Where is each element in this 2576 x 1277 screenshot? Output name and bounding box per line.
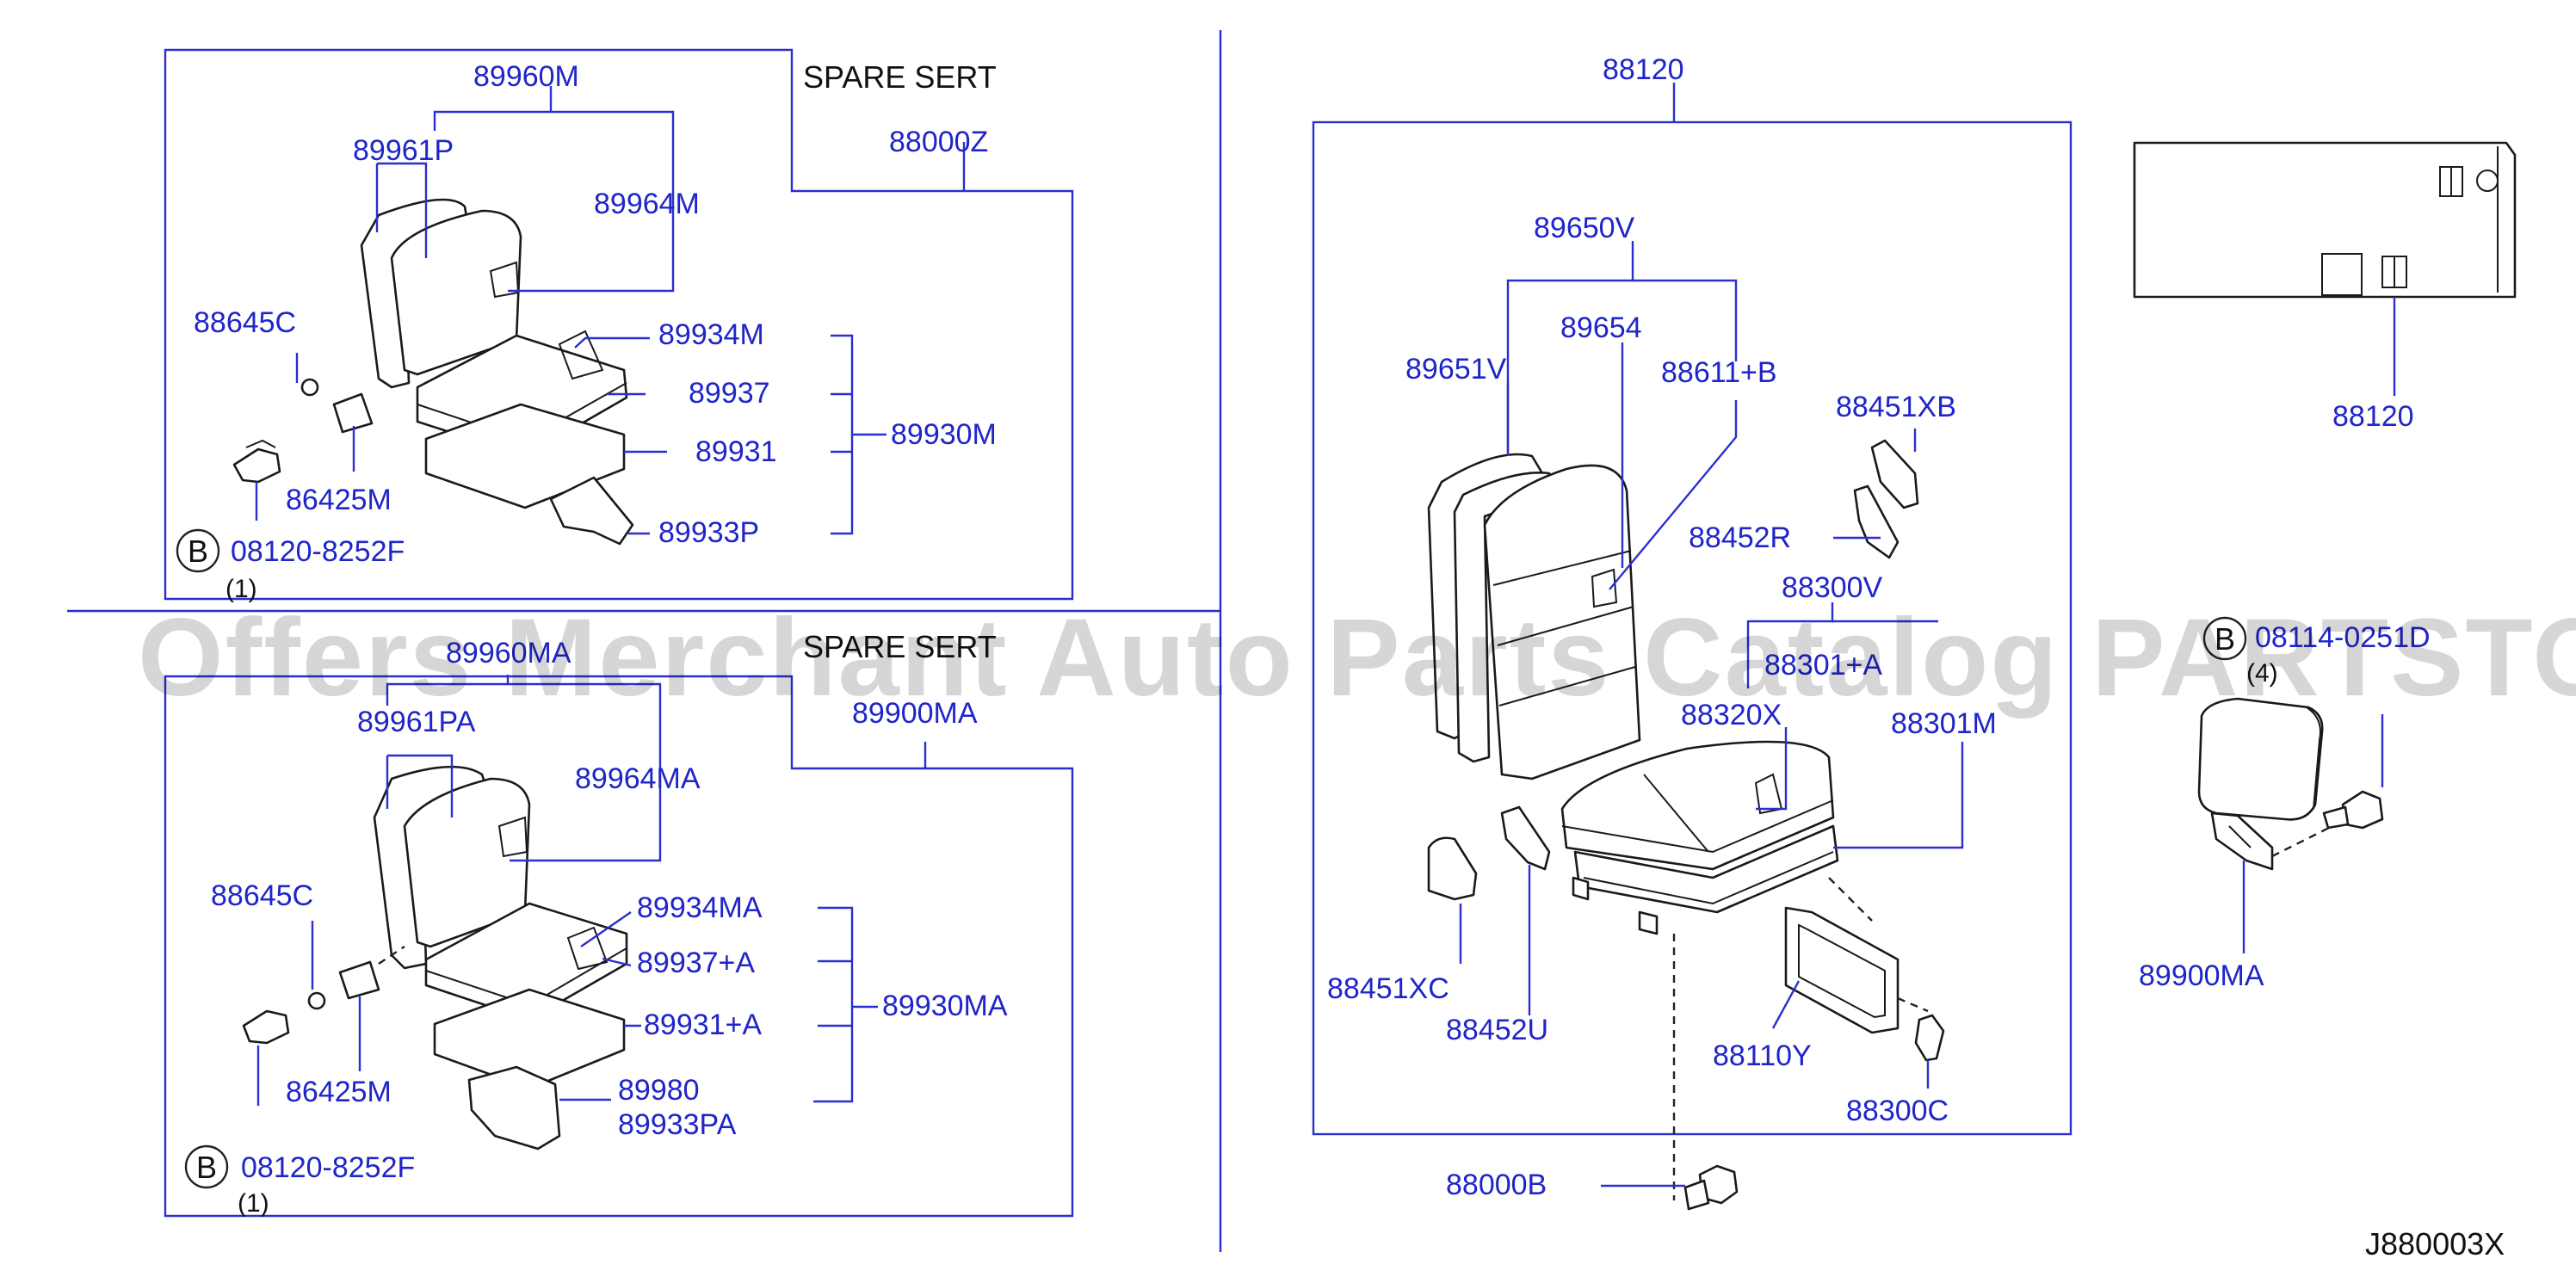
bolt-badge-bottom: [184, 1144, 229, 1189]
part-88452U: 88452U: [1446, 1014, 1548, 1046]
headrest-drawing: [2197, 697, 2384, 871]
part-89931A: 89931+A: [644, 1009, 762, 1041]
part-88451XB: 88451XB: [1836, 391, 1956, 423]
spare-seat-bottom-drawing: [242, 765, 628, 1151]
bolt-qty-far-right: (4): [2246, 659, 2278, 688]
part-89934M: 89934M: [658, 318, 764, 351]
part-89900MA-headrest: 89900MA: [2139, 959, 2264, 992]
part-88611B: 88611+B: [1661, 356, 1777, 389]
part-86425M-b: 86425M: [286, 1076, 392, 1108]
part-89930M: 89930M: [891, 418, 997, 451]
part-89900MA-top: 89900MA: [852, 697, 978, 730]
bolt-badge-top: [176, 528, 220, 573]
spare-seat-label-top: SPARE SERT: [803, 59, 997, 95]
watermark: Offers Merchant Auto Parts Catalog PARTS…: [138, 596, 2576, 719]
bolt-badge-far-right: [2202, 616, 2247, 661]
part-89934MA: 89934MA: [637, 891, 763, 924]
spare-seat-label-bottom: SPARE SERT: [803, 629, 997, 664]
bolt-badge-letter-far-right: B: [2215, 621, 2235, 657]
part-89980: 89980: [618, 1074, 700, 1107]
bolt-part-bottom: 08120-8252F: [241, 1151, 415, 1184]
part-89654: 89654: [1560, 312, 1642, 344]
top-left-frame: [164, 48, 1074, 601]
part-89964MA: 89964MA: [575, 762, 701, 795]
part-89964M: 89964M: [594, 188, 700, 220]
part-89651V: 89651V: [1405, 353, 1507, 386]
bolt-badge-letter-bottom: B: [196, 1150, 217, 1185]
part-88645C: 88645C: [194, 306, 296, 339]
part-88120-kit: 88120: [2332, 400, 2414, 433]
part-89930MA: 89930MA: [882, 990, 1008, 1022]
top-left-panel: SPARE SERT: [164, 48, 1074, 603]
drawing-code: J880003X: [2365, 1226, 2505, 1262]
bolt-part-far-right: 08114-0251D: [2255, 621, 2431, 654]
spare-seat-top-drawing: [232, 198, 634, 546]
bolt-qty-bottom: (1): [238, 1189, 269, 1218]
part-89961P: 89961P: [353, 134, 454, 167]
part-88301M: 88301M: [1891, 707, 1997, 740]
part-88120: 88120: [1603, 53, 1684, 86]
part-89933P: 89933P: [658, 516, 759, 549]
part-88300C: 88300C: [1846, 1095, 1949, 1127]
part-89960MA: 89960MA: [446, 637, 571, 669]
part-89937A: 89937+A: [637, 947, 755, 979]
part-89650V: 89650V: [1534, 212, 1635, 244]
part-89933PA: 89933PA: [618, 1108, 737, 1141]
part-89931: 89931: [695, 435, 777, 468]
far-right-panel: 88120 89900MA B 08114-0251D (4): [2133, 141, 2517, 992]
part-89961PA: 89961PA: [357, 706, 476, 738]
seat-kit-box: [2133, 141, 2517, 299]
part-88000Z: 88000Z: [889, 126, 988, 158]
right-panel: 88120 89650V 89654 89651V 88611+B 88451X…: [1312, 53, 2073, 1211]
right-frame: [1312, 120, 2073, 1136]
part-88000B: 88000B: [1446, 1169, 1547, 1201]
part-88301A: 88301+A: [1764, 649, 1882, 682]
part-88110Y: 88110Y: [1713, 1039, 1812, 1072]
part-88300V: 88300V: [1782, 571, 1883, 604]
bottom-left-panel: SPARE SERT 89: [164, 629, 1074, 1218]
part-89960M: 89960M: [473, 60, 579, 93]
part-88452R: 88452R: [1689, 521, 1791, 554]
bolt-qty-top: (1): [225, 575, 257, 603]
part-88320X: 88320X: [1681, 699, 1782, 731]
part-88451XC: 88451XC: [1327, 972, 1449, 1005]
part-89937: 89937: [689, 377, 770, 410]
bolt-part-top: 08120-8252F: [231, 535, 405, 568]
part-86425M: 86425M: [286, 484, 392, 516]
main-seat-drawing: [1427, 439, 1945, 1211]
bolt-badge-letter-top: B: [188, 534, 208, 569]
bottom-left-frame: [164, 675, 1074, 1218]
part-88645C-b: 88645C: [211, 879, 313, 912]
